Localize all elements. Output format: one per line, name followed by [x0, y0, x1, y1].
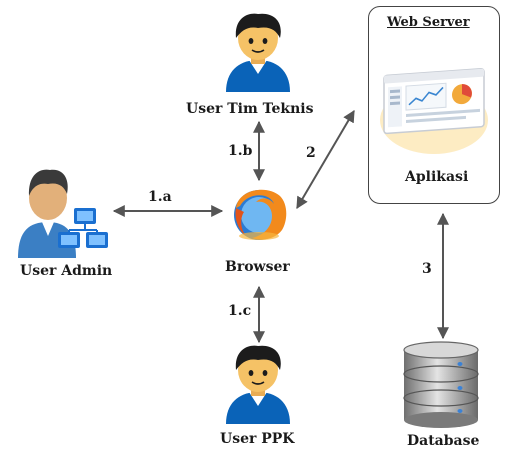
edge-label-3: 3: [422, 261, 432, 277]
user-ppk-label: User PPK: [220, 431, 295, 447]
database-icon: [403, 341, 479, 428]
user-admin-icon: [18, 169, 108, 258]
database-label: Database: [407, 433, 480, 449]
user-tim-teknis-label: User Tim Teknis: [186, 101, 314, 117]
application-window-icon: [380, 68, 488, 154]
browser-label: Browser: [225, 259, 290, 275]
aplikasi-label: Aplikasi: [405, 169, 469, 185]
edge-label-2: 2: [306, 145, 316, 161]
user-admin-label: User Admin: [20, 263, 113, 279]
edge-label-1a: 1.a: [148, 189, 172, 205]
browser-icon: [234, 189, 287, 240]
edge-label-1c: 1.c: [228, 303, 252, 319]
edge-browser-server: [296, 109, 355, 210]
edge-label-1b: 1.b: [228, 143, 253, 159]
user-ppk-icon: [226, 345, 290, 424]
web-server-title: Web Server: [387, 15, 470, 30]
user-tim-teknis-icon: [226, 13, 290, 92]
